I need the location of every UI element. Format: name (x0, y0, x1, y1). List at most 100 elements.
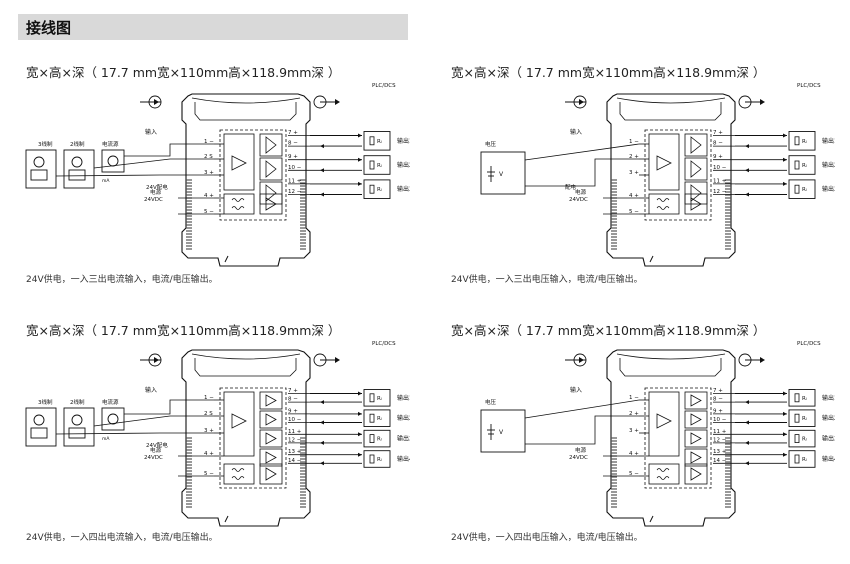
output-channel-label: 输出1 (397, 137, 410, 145)
output-channel-label: 输出3 (822, 435, 835, 443)
voltage-symbol-label: V (499, 429, 504, 436)
panel-caption: 24V供电，一入四出电流输入，电流/电压输出。 (26, 533, 218, 543)
output-stage (259, 410, 283, 429)
transformer-coil (656, 198, 670, 210)
load-resistor-label: Rₗ (802, 163, 807, 169)
amplifier-symbol (690, 184, 702, 202)
load-box (788, 450, 816, 468)
internal-block (219, 387, 287, 489)
arrow-head (783, 133, 787, 138)
panel-caption: 24V供电，一入三出电压输入，电流/电压输出。 (451, 275, 643, 285)
input-stage (648, 391, 680, 457)
load-resistor-label: Rₗ (377, 396, 382, 402)
input-terminal-label: 5 − (629, 209, 639, 215)
input-wire (124, 143, 214, 157)
milliamp-label: mA (102, 436, 110, 442)
load-box (788, 179, 816, 199)
output-terminal-label: 13 + (713, 449, 727, 455)
panel-title: 宽×高×深（ 17.7 mm宽×110mm高×118.9mm深 ） (26, 65, 341, 80)
arrow-head (320, 420, 324, 425)
panel-title: 宽×高×深（ 17.7 mm宽×110mm高×118.9mm深 ） (26, 323, 341, 338)
input-wire (93, 415, 214, 427)
output-terminal-label: 14 − (288, 458, 302, 464)
output-terminal-label: 11 + (713, 429, 727, 435)
transmitter-body-icon (68, 169, 86, 181)
output-channel-label: 输出1 (822, 137, 835, 145)
amplifier-symbol (265, 197, 277, 211)
output-stage (684, 410, 708, 429)
load-resistor-label: Rₗ (377, 457, 382, 463)
milliamp-label: mA (102, 178, 110, 184)
arrow-head (745, 400, 749, 405)
transmitter-body-icon (30, 169, 48, 181)
arrow-head (783, 181, 787, 186)
wiring-panel-2: 宽×高×深（ 17.7 mm宽×110mm高×118.9mm深 ） PLC/DC… (445, 62, 845, 302)
input-terminal-label: 3 + (204, 428, 214, 434)
load-resistor-label: Rₗ (802, 139, 807, 145)
output-flow-icon (335, 99, 340, 105)
input-label: 输入 (570, 386, 582, 394)
output-stage (684, 391, 708, 410)
output-channel-label: 输出3 (822, 185, 835, 193)
power-stage (259, 193, 283, 215)
output-flow-icon (760, 99, 765, 105)
output-terminal-label: 9 + (713, 154, 723, 160)
din-clip (224, 255, 229, 263)
output-terminal-label: 8 − (288, 397, 298, 403)
amplifier-symbol (690, 160, 702, 178)
input-stage (223, 133, 255, 191)
arrow-head (320, 144, 324, 149)
plc-dcs-label: PLC/DCS (372, 341, 396, 347)
internal-block (219, 129, 287, 221)
input-wire (524, 399, 640, 419)
load-resistor-label: Rₗ (802, 187, 807, 193)
transmitter-body-icon (68, 427, 86, 439)
output-flow-icon (760, 357, 765, 363)
input-terminal-label: 5 − (204, 471, 214, 477)
output-flow-icon (335, 357, 340, 363)
output-terminal-label: 9 + (713, 408, 723, 414)
output-stage (259, 157, 283, 181)
output-channel-label: 输出2 (822, 414, 835, 422)
input-terminal-label: 1 − (204, 395, 214, 401)
output-channel-label: 输出1 (397, 394, 410, 402)
arrow-head (783, 157, 787, 162)
power-stage (684, 463, 708, 485)
module-housing (606, 349, 736, 527)
load-resistor (794, 184, 800, 194)
output-channel-label: 输出3 (397, 435, 410, 443)
amplifier-symbol (690, 467, 702, 481)
input-label: 输入 (570, 128, 582, 136)
output-terminal-label: 14 − (713, 458, 727, 464)
internal-block (644, 387, 712, 489)
isolation-transformer (223, 463, 255, 485)
output-terminal-label: 11 + (713, 178, 727, 184)
load-resistor-label: Rₗ (377, 416, 382, 422)
panel-caption: 24V供电，一入三出电流输入，电流/电压输出。 (26, 275, 218, 285)
page-title: 接线图 (26, 19, 72, 37)
transmitter-body-icon (30, 427, 48, 439)
module-housing (181, 93, 311, 267)
load-resistor (369, 413, 375, 423)
output-terminal-label: 9 + (288, 408, 298, 414)
din-clip (649, 515, 654, 523)
input-flow-icon (579, 99, 584, 105)
load-resistor-label: Rₗ (377, 187, 382, 193)
output-terminal-label: 11 + (288, 178, 302, 184)
input-terminal-label: 5 − (204, 209, 214, 215)
amplifier-symbol (265, 160, 277, 178)
loop-power-label: 24V配电 (146, 183, 168, 191)
output-channel-label: 输出4 (822, 455, 835, 463)
arrow-head (358, 133, 362, 138)
input-stage (223, 391, 255, 457)
arrow-head (320, 168, 324, 173)
loop-power-label: 24V配电 (146, 441, 168, 449)
arrow-head (320, 400, 324, 405)
module-housing (606, 93, 736, 267)
current-source-label: 电流源 (102, 398, 119, 406)
amplifier-symbol (656, 155, 672, 171)
output-stage (684, 157, 708, 181)
header-bar: 接线图 (18, 14, 408, 40)
